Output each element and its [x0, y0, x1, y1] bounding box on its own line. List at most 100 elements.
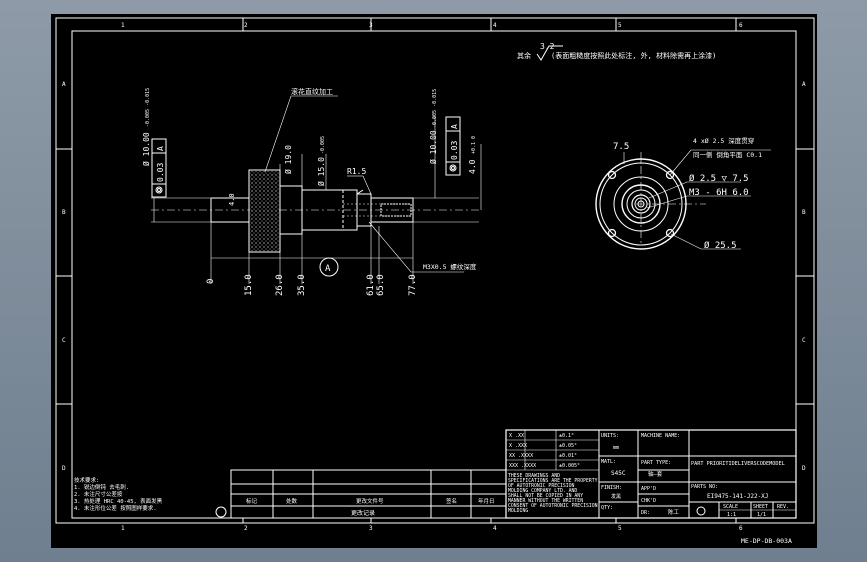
zone-row-d-right: D [802, 465, 806, 472]
svg-text:OF AUTOTRONIC PRECISION: OF AUTOTRONIC PRECISION [508, 483, 575, 489]
dim-top: 7.5 [613, 142, 629, 152]
zone-row-b-right: B [802, 209, 806, 216]
zone-row-d: D [62, 465, 66, 472]
datum-right: A [450, 124, 459, 129]
dim-len-right: 4.0 [468, 159, 477, 174]
zone-row-a-right: A [802, 81, 806, 88]
zone-col-1-bottom: 1 [121, 525, 125, 532]
dim-len-right-tol: +0.1 0 [471, 136, 477, 154]
svg-text:CONSENT OF AUTOTRONIC PRECISIO: CONSENT OF AUTOTRONIC PRECISION [508, 503, 598, 509]
units-value: mm [613, 445, 619, 451]
projection-icon [696, 506, 706, 516]
zone-col-4: 4 [493, 22, 497, 29]
note-text: (表面粗糙度按照此处标注, 外, 材料除需再上涂漆) [551, 51, 716, 60]
svg-text:SPECIFICATIONS ARE THE PROPERT: SPECIFICATIONS ARE THE PROPERTY [508, 478, 598, 484]
dim-26: 26.0 [275, 274, 285, 296]
svg-text:MOLDING COMPANY LTD. AND: MOLDING COMPANY LTD. AND [508, 488, 577, 494]
technical-notes: 技术要求: 1. 锐边倒钝 去毛刺. 2. 未注尺寸公差按 3. 热处理 HRC… [74, 476, 163, 512]
header-right: PART PRIORITIDELIVERSCODEMODEL [691, 461, 785, 467]
dim-65: 65.0 [376, 274, 386, 296]
qty-label: QTY: [601, 505, 613, 511]
thread-note: M3X0.5 螺纹深度 [423, 262, 477, 271]
note-line: 2. 未注尺寸公差按 [74, 490, 123, 498]
thread-spec: M3 - 6H 6.0 [689, 188, 749, 198]
chkd-label: CHK'D [641, 498, 656, 504]
scale-label: SCALE [723, 504, 738, 510]
dim-dia-mid: Ø 15.0 [316, 157, 326, 186]
tol-key: X .XX [509, 433, 524, 439]
zone-columns-top: 1 2 3 4 5 6 [121, 18, 743, 31]
roughness-value: 3.2 [540, 42, 555, 51]
zone-col-3: 3 [369, 22, 373, 29]
parts-no-label: PARTS NO: [691, 484, 718, 490]
zone-row-b: B [62, 209, 66, 216]
dim-dia-right: Ø 10.00 [428, 130, 438, 164]
hole-note-1: 4 xØ 2.5 深度贯穿 [693, 136, 754, 145]
rev-header: 标记 [246, 497, 258, 505]
zone-col-2: 2 [244, 22, 248, 29]
end-view[interactable]: 7.5 4 xØ 2.5 深度贯穿 同一侧 倒角平面 C0.1 Ø 2.5 ▽ … [595, 136, 771, 251]
appd-label: APP'D [641, 486, 656, 492]
cad-viewport[interactable]: 1 2 3 4 5 6 1 2 3 4 5 6 A B C D A B C D [51, 14, 817, 548]
zone-col-1: 1 [121, 22, 125, 29]
tol-val: ±0.05° [559, 443, 577, 449]
note-line: 3. 热处理 HRC 40-45, 表面发黑 [74, 497, 163, 505]
matl-value: S45C [611, 470, 626, 477]
tol-key: X .XXX [509, 443, 527, 449]
rev-header: 年月日 [478, 497, 495, 505]
zone-row-c: C [62, 337, 66, 344]
drawing-number: ME-DP-DB-003A [741, 537, 792, 545]
dim-small: 4.0 [228, 193, 236, 206]
runout-left: 0.03 [156, 163, 165, 182]
dim-77: 77.0 [408, 274, 418, 296]
rev-header: 签名 [446, 497, 457, 505]
zone-col-5-bottom: 5 [618, 525, 622, 532]
note-line: 技术要求: [74, 476, 99, 484]
dim-35: 35.0 [297, 274, 307, 296]
dim-dia-right-tol: -0.005 -0.015 [432, 89, 438, 128]
zone-col-6: 6 [739, 22, 743, 29]
zone-col-2-bottom: 2 [244, 525, 248, 532]
rev-label: REV. [777, 504, 789, 510]
parts-no-value: EI9475-141-J22-XJ [707, 493, 768, 500]
tol-val: ±0.01° [559, 453, 577, 459]
outer-border [55, 17, 815, 524]
rev-header: 更改文件号 [356, 497, 384, 505]
scale-value: 1:1 [727, 512, 736, 518]
note-line: 4. 未注形位公差 按照图样要求. [74, 504, 157, 512]
zone-rows: A B C D A B C D [56, 81, 814, 472]
roughness-symbol-icon [536, 45, 563, 61]
note-line: 1. 锐边倒钝 去毛刺. [74, 483, 129, 491]
dim-dia-left-tol: -0.005 -0.015 [145, 88, 151, 127]
rev-footer: 更改记录 [351, 509, 375, 517]
dim-15: 15.0 [244, 274, 254, 296]
units-label: UNITS: [601, 433, 619, 439]
concentricity-icon [155, 186, 163, 194]
title-block[interactable]: X .XX ±0.1° X .XXX ±0.05° XX .XXXX ±0.01… [505, 429, 797, 519]
projection-symbol-icon [215, 506, 227, 518]
matl-label: MATL: [601, 459, 616, 465]
svg-text:MANNER WITHOUT THE WRITTEN: MANNER WITHOUT THE WRITTEN [508, 498, 583, 504]
note-prefix: 其余 [517, 51, 531, 60]
part-type-value: 轴—套 [648, 470, 663, 478]
surface-finish-note[interactable]: 其余 3.2 (表面粗糙度按照此处标注, 外, 材料除需再上涂漆) [517, 42, 716, 61]
zone-col-6-bottom: 6 [739, 525, 743, 532]
revision-table[interactable]: 标记 处数 更改文件号 签名 年月日 更改记录 [215, 469, 507, 519]
radius-label: R1.5 [347, 167, 366, 176]
sheet-value: 1/1 [757, 512, 766, 518]
zone-row-c-right: C [802, 337, 806, 344]
tol-val: ±0.005° [559, 463, 580, 469]
runout-right: 0.03 [450, 141, 459, 160]
dia-bore: Ø 2.5 ▽ 7.5 [689, 173, 749, 184]
zone-columns-bottom: 1 2 3 4 5 6 [121, 518, 743, 532]
knurl-pattern [250, 171, 279, 251]
dr-value: 陈工 [668, 508, 680, 516]
runout-frame-left [151, 138, 167, 198]
zone-col-4-bottom: 4 [493, 525, 497, 532]
svg-text:SHALL NOT BE COPIED IN ANY: SHALL NOT BE COPIED IN ANY [508, 493, 583, 499]
dim-dia-mid-tol: -0.005 [320, 136, 326, 154]
drawing-canvas[interactable]: 1 2 3 4 5 6 1 2 3 4 5 6 A B C D A B C D [51, 14, 817, 548]
shaft-view[interactable]: 0 15.0 26.0 35.0 61.0 65.0 77.0 Ø 10.00 … [141, 87, 482, 296]
part-type-label: PART TYPE: [641, 460, 671, 466]
zone-col-3-bottom: 3 [369, 525, 373, 532]
